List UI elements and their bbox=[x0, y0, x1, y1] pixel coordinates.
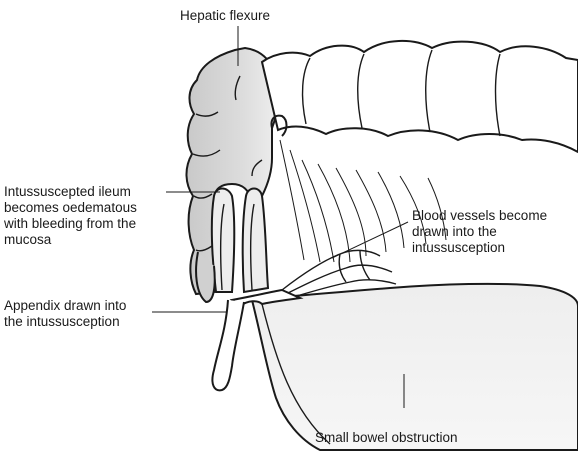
label-line: Blood vessels become bbox=[412, 208, 547, 224]
label-small-bowel: Small bowel obstruction bbox=[315, 430, 458, 446]
label-line: Hepatic flexure bbox=[180, 8, 270, 24]
intussuscepted-ileum-right bbox=[243, 189, 268, 293]
label-line: the intussusception bbox=[4, 314, 126, 330]
label-hepatic-flexure: Hepatic flexure bbox=[180, 8, 270, 24]
appendix bbox=[212, 300, 244, 390]
leader-blood-vessels bbox=[332, 222, 408, 258]
small-bowel bbox=[252, 284, 578, 450]
label-line: Appendix drawn into bbox=[4, 298, 126, 314]
label-line: Small bowel obstruction bbox=[315, 430, 458, 446]
transverse-colon bbox=[262, 41, 578, 152]
label-line: intussusception bbox=[412, 240, 547, 256]
label-line: mucosa bbox=[4, 232, 137, 248]
label-line: with bleeding from the bbox=[4, 216, 137, 232]
label-line: becomes oedematous bbox=[4, 200, 137, 216]
label-line: Intussuscepted ileum bbox=[4, 184, 137, 200]
label-line: drawn into the bbox=[412, 224, 547, 240]
